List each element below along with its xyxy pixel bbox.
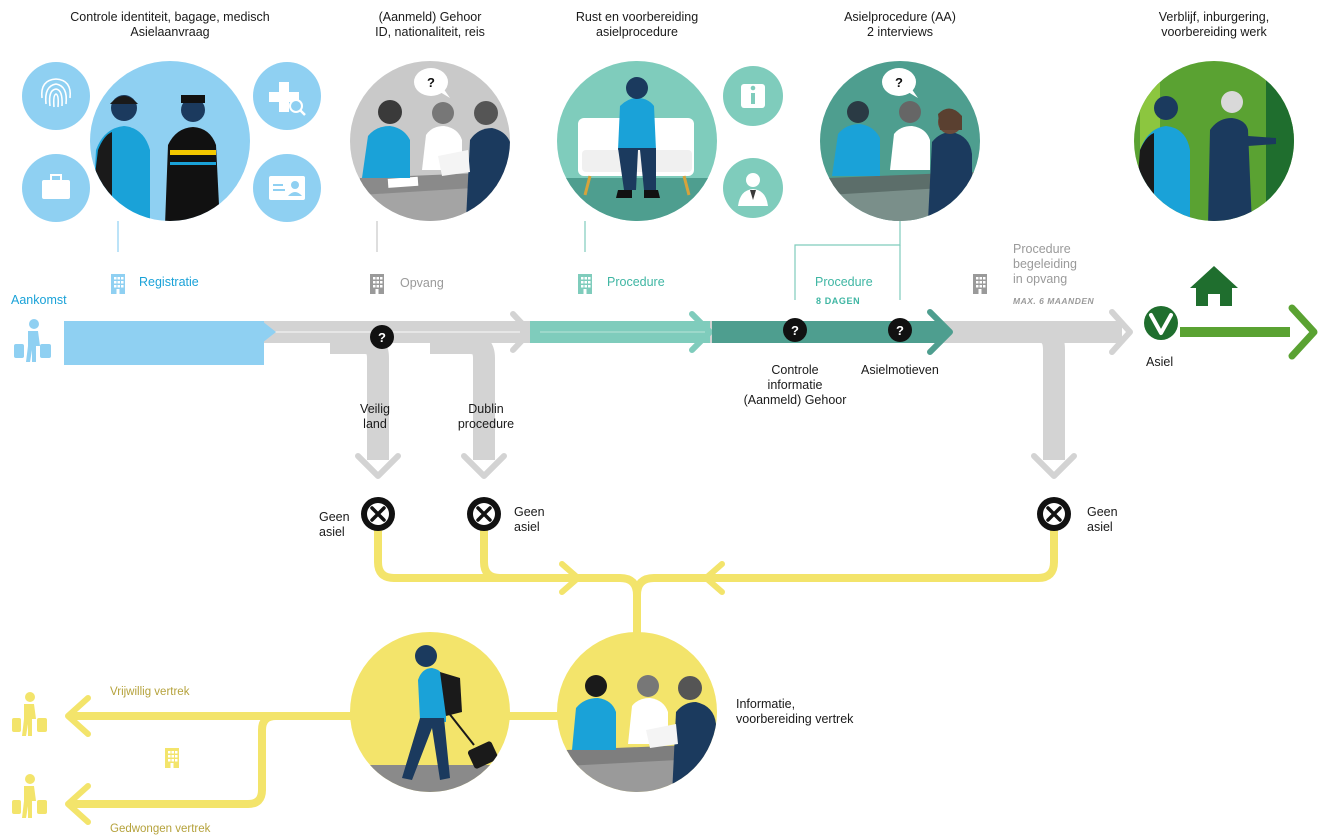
building-icon: [165, 748, 179, 768]
title-line: voorbereiding werk: [1161, 25, 1267, 39]
connector-lines: [117, 221, 901, 300]
residence-illustration: [1134, 61, 1294, 221]
label-vrijwillig: Vrijwillig vertrek: [110, 686, 190, 698]
title-line: Asielprocedure (AA): [844, 10, 956, 24]
branch-line: (Aanmeld) Gehoor: [743, 393, 847, 407]
exit-arrowheads: [65, 561, 725, 825]
geen-asiel-label: Geen asiel: [1087, 505, 1118, 535]
title-line: 2 interviews: [867, 25, 933, 39]
title-line: ID, nationaliteit, reis: [375, 25, 485, 39]
geen-line: Geen: [514, 505, 545, 519]
svg-text:?: ?: [378, 330, 386, 345]
interview-illustration: ?: [820, 61, 980, 221]
branch-line: procedure: [457, 417, 515, 431]
svg-text:?: ?: [791, 323, 799, 338]
stage-registration-title: Controle identiteit, bagage, medisch Asi…: [40, 10, 300, 40]
begeleiding-line: in opvang: [1013, 272, 1068, 286]
geen-line: asiel: [319, 525, 345, 539]
stage-opvang-title: (Aanmeld) Gehoor ID, nationaliteit, reis: [330, 10, 530, 40]
svg-text:?: ?: [895, 75, 903, 90]
stage-aa-title: Asielprocedure (AA) 2 interviews: [800, 10, 1000, 40]
label-asiel: Asiel: [1146, 355, 1174, 369]
label-max-months: MAX. 6 MAANDEN: [1013, 296, 1095, 306]
suitcase-icon: [22, 154, 90, 222]
label-procedure: Procedure: [607, 275, 665, 289]
label-days: 8 DAGEN: [816, 296, 861, 306]
geen-asiel-label: Geen asiel: [319, 510, 350, 540]
branch-line: land: [363, 417, 387, 431]
main-flow: [64, 304, 1318, 479]
question-icon: ?: [370, 325, 394, 349]
traveler-icon: [12, 692, 47, 736]
title-line: (Aanmeld) Gehoor: [378, 10, 482, 24]
svg-text:?: ?: [896, 323, 904, 338]
medical-search-icon: [253, 62, 321, 130]
question-icon: ?: [783, 318, 807, 342]
title-line: Rust en voorbereiding: [575, 10, 699, 24]
label-procedure-aa: Procedure: [815, 275, 873, 289]
label-arrival: Aankomst: [11, 293, 67, 307]
hearing-illustration: ?: [350, 61, 510, 221]
departure-illustration: [350, 632, 510, 792]
begeleiding-line: begeleiding: [1013, 257, 1077, 271]
title-line: asielprocedure: [596, 25, 678, 39]
branch-line: Dublin: [468, 402, 504, 416]
lawyer-icon: [723, 158, 783, 218]
speech-bubble-icon: ?: [882, 68, 918, 98]
geen-asiel-label: Geen asiel: [514, 505, 545, 535]
info-label: Informatie, voorbereiding vertrek: [736, 697, 853, 727]
branch-motieven: Asielmotieven: [861, 363, 939, 377]
info-icon: [723, 66, 783, 126]
speech-bubble-icon: ?: [414, 68, 450, 98]
branch-dublin: Dublin procedure: [446, 402, 526, 432]
svg-text:?: ?: [427, 75, 435, 90]
house-icon: [1190, 266, 1238, 306]
info-line: voorbereiding vertrek: [736, 712, 854, 726]
stage-rust-title: Rust en voorbereiding asielprocedure: [537, 10, 737, 40]
geen-line: asiel: [1087, 520, 1113, 534]
fingerprint-icon: [22, 62, 90, 130]
building-icon: [973, 274, 987, 294]
begeleiding-line: Procedure: [1013, 242, 1071, 256]
title-line: Asielaanvraag: [130, 25, 210, 39]
branch-controle: Controle informatie (Aanmeld) Gehoor: [735, 363, 855, 408]
info-line: Informatie,: [736, 697, 796, 711]
building-icon: [370, 274, 384, 294]
branch-line: Veilig: [360, 402, 390, 416]
branch-line: informatie: [767, 378, 823, 392]
x-icon: [361, 497, 395, 531]
traveler-icon: [14, 319, 51, 362]
branch-veilig: Veilig land: [340, 402, 410, 432]
label-gedwongen: Gedwongen vertrek: [110, 823, 211, 835]
branch-line: Controle: [771, 363, 819, 377]
geen-line: Geen: [319, 510, 350, 524]
label-opvang: Opvang: [400, 276, 444, 290]
stage-verblijf-title: Verblijf, inburgering, voorbereiding wer…: [1114, 10, 1314, 40]
label-begeleiding: Procedure begeleiding in opvang: [1013, 242, 1077, 287]
check-icon: [1144, 306, 1178, 340]
building-icon: [578, 274, 592, 294]
x-icon: [1037, 497, 1071, 531]
geen-line: Geen: [1087, 505, 1118, 519]
title-line: Verblijf, inburgering,: [1158, 10, 1270, 24]
label-registratie: Registratie: [139, 275, 199, 289]
traveler-icon: [12, 774, 47, 818]
exit-lines: [66, 521, 1058, 808]
geen-line: asiel: [514, 520, 540, 534]
title-line: Controle identiteit, bagage, medisch: [70, 10, 270, 24]
id-card-icon: [253, 154, 321, 222]
question-icon: ?: [888, 318, 912, 342]
registration-illustration: [90, 61, 250, 221]
building-icon: [111, 274, 125, 294]
rest-illustration: [557, 61, 717, 221]
x-icon: [467, 497, 501, 531]
information-illustration: [557, 632, 717, 792]
